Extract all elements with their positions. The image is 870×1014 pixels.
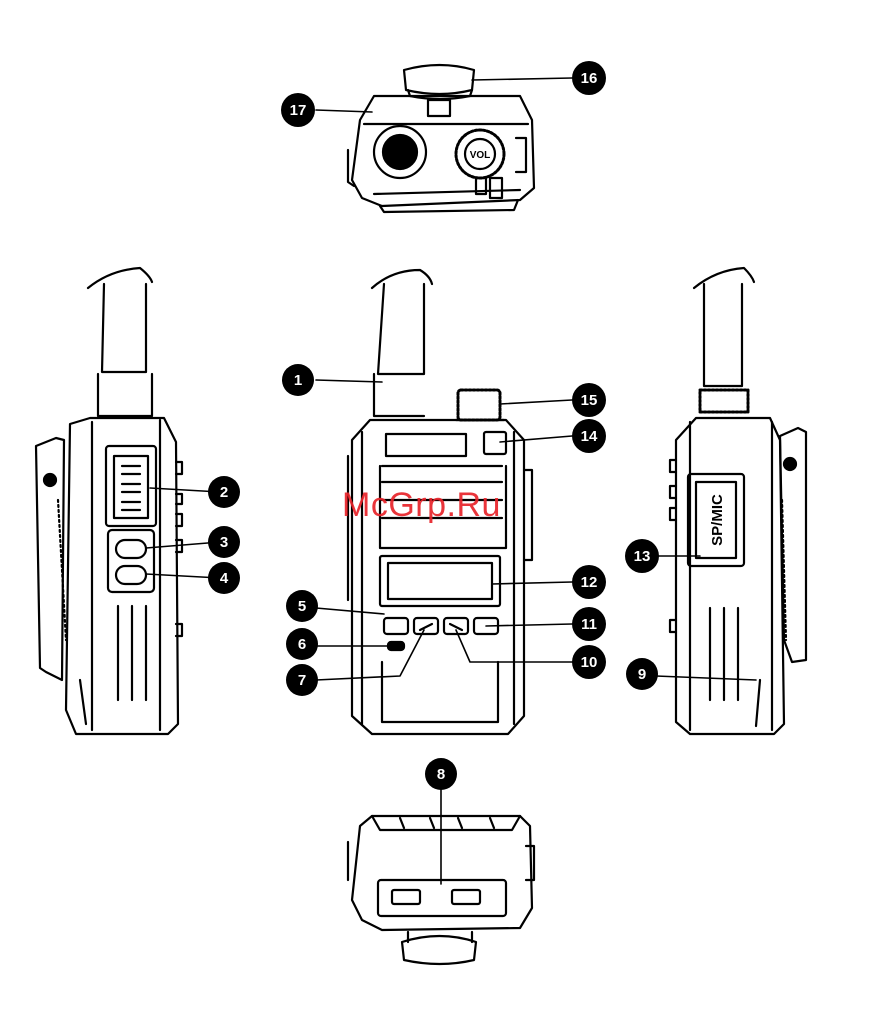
callout-2: 2: [208, 476, 240, 508]
svg-text:13: 13: [634, 548, 651, 565]
svg-text:14: 14: [581, 428, 598, 445]
callout-17: 17: [281, 93, 315, 127]
svg-text:11: 11: [581, 616, 597, 633]
svg-text:3: 3: [220, 534, 228, 551]
callouts: 1 2 3 4 5 6 7 8: [208, 61, 659, 790]
callout-7: 7: [286, 664, 318, 696]
svg-text:8: 8: [437, 766, 445, 783]
svg-text:15: 15: [581, 392, 598, 409]
svg-text:10: 10: [581, 654, 598, 671]
watermark-text: McGrp.Ru: [342, 486, 501, 525]
callout-16: 16: [572, 61, 606, 95]
vol-label: VOL: [470, 150, 491, 161]
callout-3: 3: [208, 526, 240, 558]
svg-text:2: 2: [220, 484, 228, 501]
svg-text:6: 6: [298, 636, 306, 653]
svg-text:1: 1: [294, 372, 302, 389]
svg-text:7: 7: [298, 672, 306, 689]
callout-15: 15: [572, 383, 606, 417]
callout-4: 4: [208, 562, 240, 594]
svg-text:9: 9: [638, 666, 646, 683]
sp-mic-label: SP/MIC: [709, 494, 726, 546]
callout-13: 13: [625, 539, 659, 573]
svg-text:16: 16: [581, 70, 598, 87]
callout-10: 10: [572, 645, 606, 679]
svg-text:4: 4: [220, 570, 229, 587]
callout-8: 8: [425, 758, 457, 790]
callout-14: 14: [572, 419, 606, 453]
callout-1: 1: [282, 364, 314, 396]
callout-12: 12: [572, 565, 606, 599]
right-side-view: SP/MIC: [670, 268, 806, 734]
callout-9: 9: [626, 658, 658, 690]
callout-11: 11: [572, 607, 606, 641]
callout-5: 5: [286, 590, 318, 622]
svg-text:12: 12: [581, 574, 598, 591]
callout-6: 6: [286, 628, 318, 660]
svg-text:5: 5: [298, 598, 306, 615]
left-side-view: [36, 268, 182, 734]
top-view: VOL: [348, 65, 534, 212]
svg-text:17: 17: [290, 102, 307, 119]
